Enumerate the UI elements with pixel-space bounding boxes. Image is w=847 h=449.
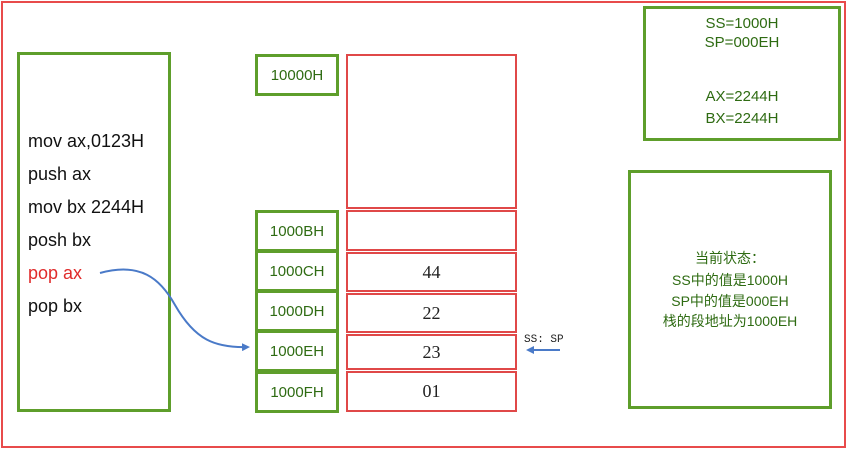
code-line-2: push ax	[28, 164, 92, 184]
ax-value: AX=2244H	[705, 88, 779, 105]
stack-cell-1000dh: 22	[346, 293, 517, 333]
bx-value: BX=2244H	[705, 110, 779, 127]
stack-pointer-label: SS: SP	[524, 334, 564, 346]
code-line-6: pop bx	[28, 296, 83, 316]
code-listing: mov ax,0123H push ax mov bx 2244H posh b…	[17, 52, 171, 412]
ss-value: SS=1000H	[705, 15, 779, 32]
code-line-1: mov ax,0123H	[28, 131, 145, 151]
note-title: 当前状态：	[695, 250, 765, 266]
stack-cell-1000bh	[346, 210, 517, 251]
current-state-note: 当前状态： SS中的值是1000H SP中的值是000EH 栈的段地址为1000…	[628, 170, 832, 409]
code-line-5: pop ax	[28, 263, 83, 283]
note-line-1: SS中的值是1000H	[672, 272, 788, 288]
sp-value: SP=000EH	[704, 34, 780, 51]
address-1000eh: 1000EH	[255, 330, 339, 372]
code-line-3: mov bx 2244H	[28, 197, 145, 217]
pop-arrow	[99, 268, 250, 352]
address-1000fh: 1000FH	[255, 371, 339, 413]
register-status-box: SS=1000H SP=000EH AX=2244H BX=2244H	[643, 6, 841, 141]
address-1000ch: 1000CH	[255, 250, 339, 292]
note-line-2: SP中的值是000EH	[671, 293, 789, 309]
stack-cell-top	[346, 54, 517, 209]
code-line-4: posh bx	[28, 230, 92, 250]
address-1000bh: 1000BH	[255, 210, 339, 252]
stack-cell-1000ch: 44	[346, 252, 517, 292]
stack-cell-1000fh: 01	[346, 371, 517, 412]
stack-cell-1000eh: 23	[346, 334, 517, 370]
address-10000h: 10000H	[255, 54, 339, 96]
note-line-3: 栈的段地址为1000EH	[662, 313, 798, 329]
